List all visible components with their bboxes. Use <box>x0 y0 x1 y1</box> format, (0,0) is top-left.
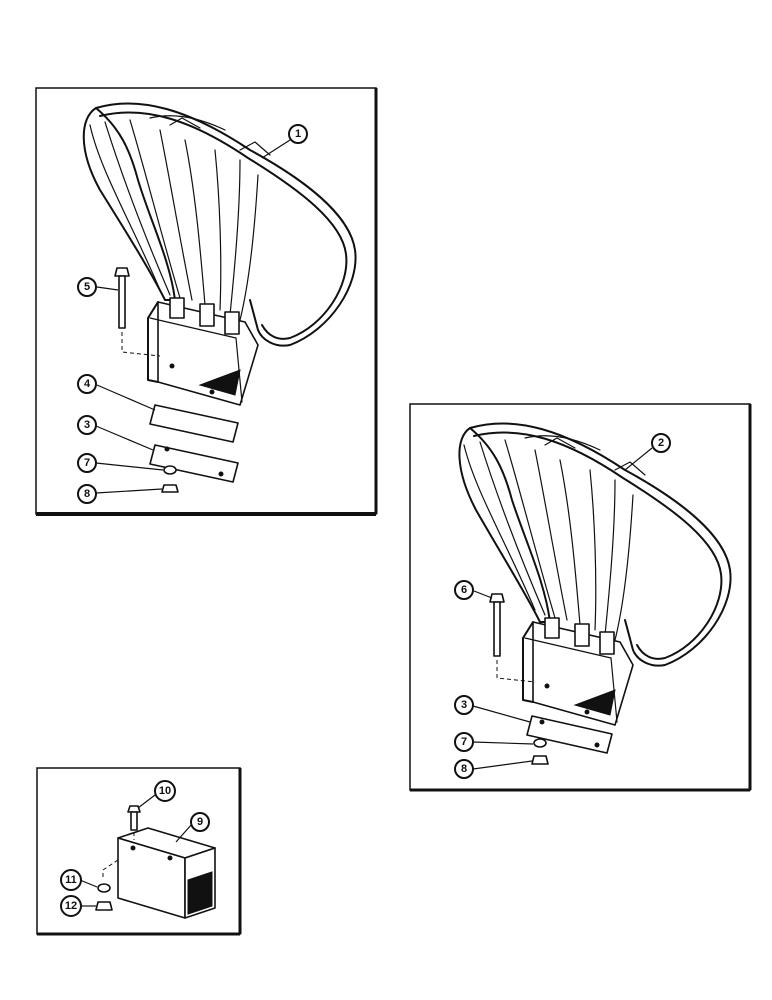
leader-hidden <box>102 859 119 880</box>
callout-1: 1 <box>288 124 308 144</box>
callout-label: 7 <box>84 457 90 469</box>
callout-label: 10 <box>159 785 171 797</box>
panel-seat-assembly-2 <box>409 403 752 792</box>
panel-seat-assembly-1 <box>35 87 378 516</box>
nut-12 <box>95 901 113 911</box>
callout-8: 8 <box>77 484 97 504</box>
callout-2: 2 <box>651 433 671 453</box>
leader-lines <box>79 139 653 907</box>
callout-label: 11 <box>65 874 77 886</box>
callout-label: 9 <box>197 816 203 828</box>
washer-7 <box>163 465 177 475</box>
plate-3b <box>526 715 613 754</box>
callout-label: 2 <box>658 437 664 449</box>
bolt-10 <box>127 805 141 840</box>
callout-11: 11 <box>60 869 82 891</box>
callout-label: 3 <box>84 419 90 431</box>
callout-label: 6 <box>461 584 467 596</box>
callout-3: 3 <box>77 415 97 435</box>
callout-4: 4 <box>77 374 97 394</box>
bolt-6 <box>489 593 536 683</box>
callout-8b: 8 <box>454 759 474 779</box>
callout-5: 5 <box>77 277 97 297</box>
callout-7: 7 <box>77 453 97 473</box>
nut-8 <box>161 484 179 493</box>
washer-11 <box>97 883 111 893</box>
callout-3b: 3 <box>454 695 474 715</box>
callout-12: 12 <box>60 895 82 917</box>
callout-10: 10 <box>154 780 176 802</box>
seat-bracket-2 <box>522 617 634 726</box>
callout-label: 12 <box>65 900 77 912</box>
callout-7b: 7 <box>454 732 474 752</box>
washer-7b <box>533 738 547 748</box>
plate-3 <box>149 444 239 483</box>
block-9 <box>117 827 216 919</box>
callout-label: 5 <box>84 281 90 293</box>
callout-label: 3 <box>461 699 467 711</box>
callout-6: 6 <box>454 580 474 600</box>
seat-pan-1 <box>82 102 357 347</box>
callout-label: 8 <box>461 763 467 775</box>
bolt-5 <box>114 267 161 357</box>
callout-label: 8 <box>84 488 90 500</box>
callout-label: 1 <box>295 128 301 140</box>
spacer-4 <box>149 404 239 443</box>
callout-9: 9 <box>190 812 210 832</box>
panel-block-assembly <box>36 767 242 936</box>
nut-8b <box>531 755 549 765</box>
seat-bracket-1 <box>147 297 259 406</box>
callout-label: 4 <box>84 378 91 390</box>
callout-label: 7 <box>461 736 467 748</box>
